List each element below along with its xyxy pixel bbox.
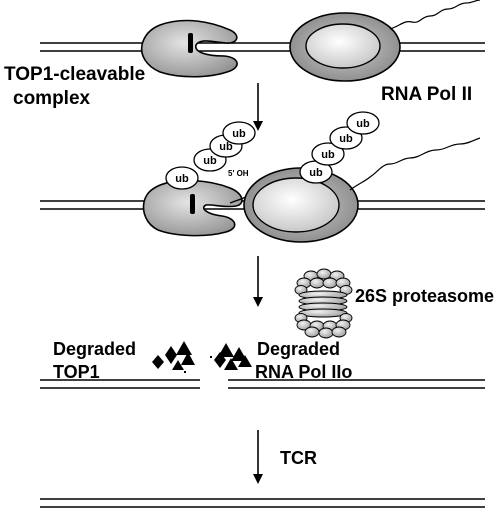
top1-complex-label-line2: complex bbox=[13, 88, 91, 109]
dna-broken-left bbox=[40, 379, 200, 389]
degraded-pol-label-line2: RNA Pol IIo bbox=[255, 362, 352, 382]
svg-text:ub: ub bbox=[203, 155, 217, 167]
top1-dna-link bbox=[188, 33, 193, 53]
ubiquitin-tag: ub bbox=[299, 160, 333, 184]
top1-complex-label-line1: TOP1-cleavable bbox=[4, 64, 145, 85]
svg-text:ub: ub bbox=[219, 141, 233, 153]
degraded-top1-label-line2: TOP1 bbox=[53, 362, 100, 382]
arrow-2 bbox=[253, 256, 263, 307]
ubiquitin-tag: ub bbox=[165, 166, 199, 190]
arrow-3 bbox=[253, 430, 263, 484]
svg-text:ub: ub bbox=[309, 167, 323, 179]
svg-text:ub: ub bbox=[356, 118, 370, 130]
ubiquitin-tag: ub bbox=[311, 142, 345, 166]
five-prime-oh-label: 5' OH bbox=[228, 169, 249, 178]
degraded-pol-label-line1: Degraded bbox=[257, 339, 340, 359]
rna-pol-ii bbox=[289, 12, 401, 82]
rna-transcript-1 bbox=[389, 0, 481, 30]
degraded-top1-fragments bbox=[152, 341, 195, 373]
rna-pol-ii-label: RNA Pol II bbox=[381, 84, 472, 105]
dna-broken-right bbox=[228, 379, 485, 389]
svg-text:ub: ub bbox=[321, 149, 335, 161]
svg-text:ub: ub bbox=[339, 133, 353, 145]
degraded-pol-fragments bbox=[210, 343, 252, 370]
ubiquitin-chain-pol-ii: ub ub ub ub bbox=[299, 111, 380, 184]
proteasome-26s bbox=[294, 268, 353, 339]
ubiquitin-tag: ub bbox=[346, 111, 380, 135]
ubiquitin-chain-top1: ub ub ub ub bbox=[165, 121, 256, 190]
tcr-label: TCR bbox=[280, 448, 317, 468]
ubiquitin-tag: ub bbox=[222, 121, 256, 145]
svg-text:ub: ub bbox=[232, 128, 246, 140]
arrow-1 bbox=[253, 83, 263, 131]
svg-text:ub: ub bbox=[175, 173, 189, 185]
ubiquitin-tag: ub bbox=[193, 148, 227, 172]
rna-transcript-2 bbox=[349, 137, 481, 191]
top1-dna-link-2 bbox=[190, 194, 195, 214]
rna-pol-ii-2 bbox=[243, 167, 359, 243]
proteasome-label: 26S proteasome bbox=[355, 286, 494, 306]
dna-duplex-repaired bbox=[40, 498, 485, 508]
degraded-top1-label-line1: Degraded bbox=[53, 339, 136, 359]
dna-duplex-1 bbox=[40, 42, 485, 52]
